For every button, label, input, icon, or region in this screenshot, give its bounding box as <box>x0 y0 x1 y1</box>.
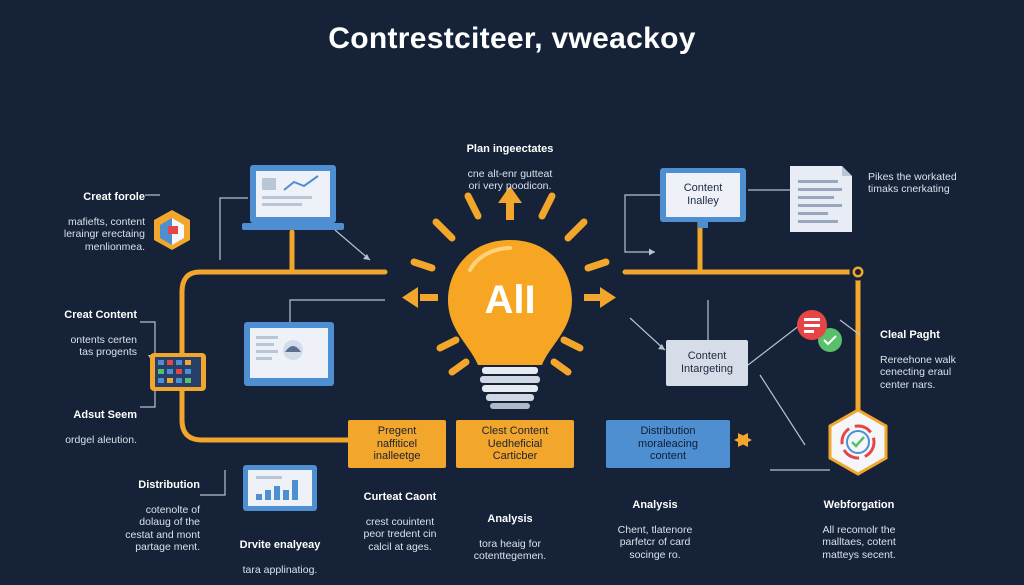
label-webforgation: Webforgation All recomolr the malltaes, … <box>800 486 918 561</box>
gauge-hexagon-icon <box>828 408 888 476</box>
bulb-rays <box>410 192 610 376</box>
badge-icon <box>797 310 842 352</box>
content-inalley-box: Content Inalley <box>683 182 723 207</box>
label-drvite: Drvite enalyeay tara applinatiog. <box>215 526 345 576</box>
label-heading: Webforgation <box>823 498 895 511</box>
label-body: All recomolr the malltaes, cotent mattey… <box>822 523 896 561</box>
laptop-icon <box>242 165 344 230</box>
thin-connector <box>219 197 248 260</box>
label-heading: Creat forole <box>83 190 145 203</box>
bulb-arrows <box>402 186 752 447</box>
cube-icon <box>154 210 190 250</box>
label-body: tara applinatiog. <box>242 563 318 576</box>
lightbulb-icon <box>448 240 572 365</box>
thin-connector <box>140 385 156 408</box>
label-heading: Curteat Caont <box>363 490 437 503</box>
bulb-label: AlI <box>484 278 536 322</box>
label-cleal-paght: Cleal Paght Rereehone walk cenecting era… <box>880 316 1000 391</box>
label-heading: Analysis <box>487 512 533 525</box>
label-heading: Adsut Seem <box>73 408 137 421</box>
chart-laptop-icon <box>243 465 317 511</box>
label-heading: Analysis <box>632 498 678 511</box>
label-body: crest couintent peor tredent cin calcil … <box>363 515 437 553</box>
label-heading: Drvite enalyeay <box>239 538 321 551</box>
monitor-icon <box>244 322 334 386</box>
thin-connector <box>289 299 385 330</box>
label-creat-forole: Creat forole mafiefts, content leraingr … <box>20 178 145 253</box>
pregent-box: Pregent naffiticel inalleetge <box>348 420 446 468</box>
label-distribution-left: Distribution cotenolte of dolaug of the … <box>60 466 200 554</box>
label-body: tora heaig for cotenttegemen. <box>473 537 547 563</box>
label-heading: Distribution <box>138 478 200 491</box>
bulb-base <box>480 367 540 409</box>
thin-connector <box>334 229 371 261</box>
label-creat-content: Creat Content ontents certen tas progent… <box>20 296 137 359</box>
tablet-icon <box>150 353 206 391</box>
clest-content-box: Clest Content Uedheficial Carticber <box>456 420 574 468</box>
thin-connector <box>200 470 226 496</box>
label-analysis-right: Analysis Chent, tlatenore parfetcr of ca… <box>595 486 715 561</box>
label-body: Rereehone walk cenecting eraul center na… <box>880 353 956 391</box>
thin-connector <box>629 317 666 351</box>
distribution-box: Distribution moraleacing content <box>606 420 730 468</box>
label-analysis-center: Analysis tora heaig for cotenttegemen. <box>450 500 570 563</box>
document-icon <box>790 166 852 232</box>
label-body: cotenolte of dolaug of the cestat and mo… <box>125 503 200 554</box>
content-intargeting-box: Content Intargeting <box>666 340 748 386</box>
label-body: Pikes the workated timaks cnerkating <box>868 170 957 196</box>
thin-connector <box>747 324 801 366</box>
label-body: Chent, tlatenore parfetcr of card socing… <box>617 523 693 561</box>
label-pikes: Pikes the workated timaks cnerkating <box>868 158 998 196</box>
page-title: Contrestciteer, vweackoy <box>328 22 696 55</box>
label-adsut-seem: Adsut Seem ordgel aleution. <box>20 396 137 446</box>
label-heading: Creat Content <box>64 308 137 321</box>
label-body: ordgel aleution. <box>65 433 137 446</box>
label-body: ontents certen tas progents <box>70 333 137 359</box>
thin-connector <box>759 374 806 446</box>
label-heading: Cleal Paght <box>880 328 940 341</box>
thin-connector <box>624 194 660 253</box>
thin-connector <box>140 321 156 355</box>
thin-connector <box>839 319 861 336</box>
label-body: cne alt-enr gutteat ori very poodicon. <box>467 167 553 193</box>
label-body: mafiefts, content leraingr erectaing men… <box>63 215 145 253</box>
label-plan: Plan ingeectates cne alt-enr gutteat ori… <box>440 130 580 193</box>
label-curteat-caont: Curteat Caont crest couintent peor trede… <box>340 478 460 553</box>
label-heading: Plan ingeectates <box>466 142 554 155</box>
content-monitor-icon <box>660 168 746 228</box>
